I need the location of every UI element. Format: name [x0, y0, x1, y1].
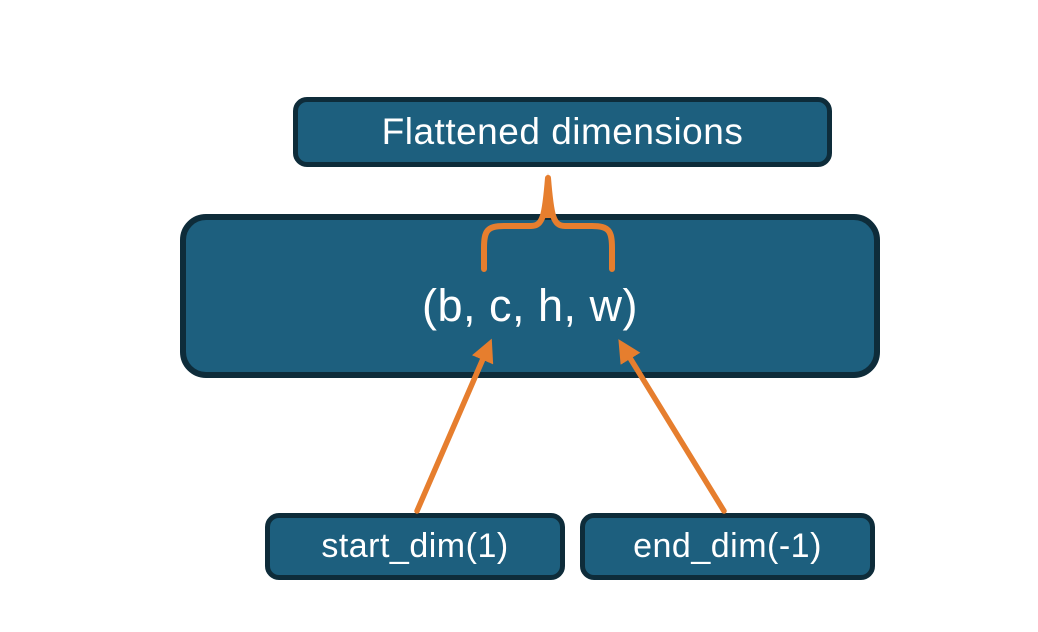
node-end-dim: end_dim(-1): [580, 513, 875, 580]
node-end-dim-label: end_dim(-1): [633, 527, 822, 565]
brace-tip-wedge-icon: [542, 173, 554, 218]
node-start-dim: start_dim(1): [265, 513, 565, 580]
node-start-dim-label: start_dim(1): [321, 527, 509, 565]
node-flattened-dimensions: Flattened dimensions: [293, 97, 832, 167]
node-tensor-shape-label: (b, c, h, w): [421, 280, 639, 331]
node-flattened-dimensions-label: Flattened dimensions: [381, 111, 744, 152]
node-tensor-shape: (b, c, h, w): [180, 214, 880, 378]
